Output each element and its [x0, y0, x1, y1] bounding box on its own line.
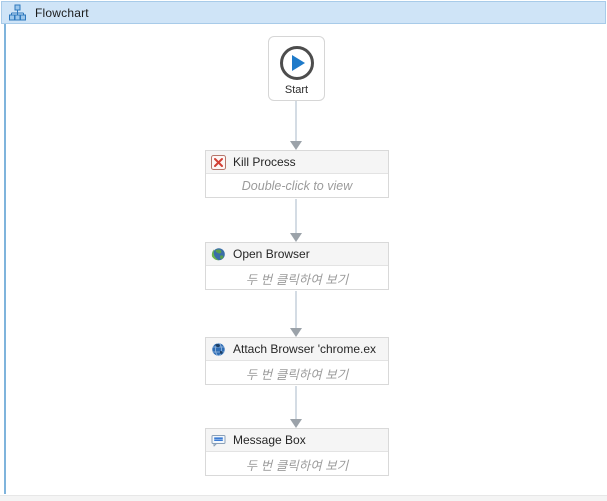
arrow-down-icon [290, 419, 302, 428]
connector-kill-process-to-open-browser[interactable] [289, 199, 303, 242]
node-subtitle: 두 번 클릭하여 보기 [245, 367, 349, 382]
canvas-bottom-edge [0, 495, 607, 501]
start-node[interactable]: Start [268, 36, 325, 101]
connector-line [295, 386, 297, 420]
connector-line [295, 291, 297, 329]
node-subtitle: Double-click to view [241, 179, 353, 193]
arrow-down-icon [290, 233, 302, 242]
node-header: Open Browser [206, 243, 388, 266]
node-title: Open Browser [233, 247, 310, 261]
node-open-browser[interactable]: Open Browser 두 번 클릭하여 보기 [205, 242, 389, 290]
canvas-left-accent [4, 24, 6, 494]
flowchart-header[interactable]: Flowchart [1, 1, 606, 24]
node-title: Kill Process [233, 155, 296, 169]
arrow-down-icon [290, 328, 302, 337]
start-play-icon [279, 46, 314, 80]
node-subtitle: 두 번 클릭하여 보기 [245, 272, 349, 287]
node-attach-browser[interactable]: Attach Browser 'chrome.ex 두 번 클릭하여 보기 [205, 337, 389, 385]
node-title: Attach Browser 'chrome.ex [233, 342, 377, 356]
connector-attach-browser-to-message-box[interactable] [289, 386, 303, 428]
node-title: Message Box [233, 433, 306, 447]
attach-browser-icon [211, 342, 226, 357]
flowchart-icon [9, 4, 26, 21]
node-header: Attach Browser 'chrome.ex [206, 338, 388, 361]
open-browser-icon [211, 247, 226, 262]
node-kill-process[interactable]: Kill Process Double-click to view [205, 150, 389, 198]
connector-open-browser-to-attach-browser[interactable] [289, 291, 303, 337]
message-box-icon [211, 433, 226, 448]
node-header: Kill Process [206, 151, 388, 174]
node-subtitle: 두 번 클릭하여 보기 [245, 458, 349, 473]
flowchart-title: Flowchart [35, 5, 89, 20]
node-header: Message Box [206, 429, 388, 452]
connector-line [295, 101, 297, 142]
connector-start-to-kill-process[interactable] [289, 101, 303, 150]
node-message-box[interactable]: Message Box 두 번 클릭하여 보기 [205, 428, 389, 476]
arrow-down-icon [290, 141, 302, 150]
kill-process-icon [211, 154, 226, 170]
connector-line [295, 199, 297, 234]
start-node-label: Start [284, 84, 309, 96]
